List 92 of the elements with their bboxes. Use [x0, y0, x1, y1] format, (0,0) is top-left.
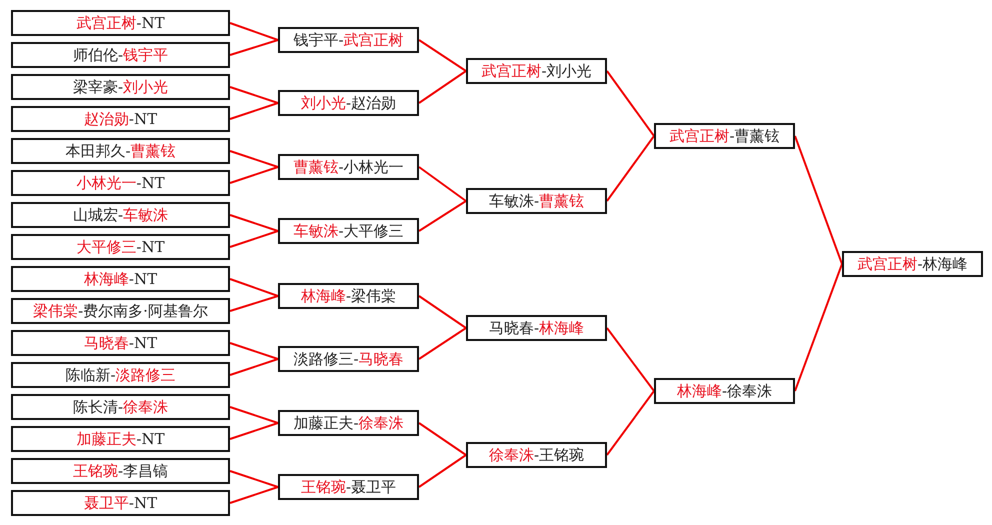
match-text: 刘小光-赵治勋: [300, 94, 396, 112]
match-text: 徐奉洙-王铭琬: [488, 446, 584, 464]
match-box: [11, 298, 230, 324]
match-text: 林海峰-徐奉洙: [676, 382, 772, 400]
match-box: [11, 42, 230, 68]
bracket-line: [418, 327, 467, 360]
match-text: 武宫正树-林海峰: [857, 255, 968, 273]
bracket-line: [230, 406, 278, 424]
bracket-line: [606, 70, 655, 137]
match-box: [11, 106, 230, 132]
match-text: 陈长清-徐奉洙: [72, 398, 168, 416]
bracket-line: [230, 278, 278, 297]
bracket-line: [418, 166, 467, 202]
match-box: [466, 188, 607, 214]
bracket-line: [230, 358, 278, 376]
bracket-line: [230, 470, 278, 488]
match-box: [278, 410, 419, 436]
bracket-line: [230, 86, 278, 104]
match-text: 聂卫平-NT: [84, 494, 158, 512]
bracket-line: [418, 422, 467, 456]
bracket-line: [794, 136, 843, 264]
match-box: [11, 10, 230, 36]
match-text: 曹薰铉-小林光一: [293, 158, 404, 176]
bracket-line: [418, 454, 467, 488]
match-text: 山城宏-车敏洙: [72, 206, 168, 224]
bracket-line: [606, 327, 655, 392]
match-text: 马晓春-林海峰: [488, 319, 584, 337]
bracket-line: [230, 295, 278, 312]
match-text: 师伯伦-钱宇平: [72, 46, 168, 64]
bracket-line: [230, 422, 278, 440]
bracket-line: [606, 390, 655, 456]
match-text: 梁伟棠-费尔南多·阿基鲁尔: [33, 302, 208, 320]
bracket-line: [230, 39, 278, 56]
match-box: [278, 27, 419, 53]
bracket-line: [230, 230, 278, 248]
bracket-line: [606, 135, 655, 202]
match-box: [11, 138, 230, 164]
match-text: 梁宰豪-刘小光: [72, 78, 168, 96]
match-box: [654, 123, 795, 149]
match-box: [278, 283, 419, 309]
bracket-line: [418, 295, 467, 329]
match-text: 加藤正夫-NT: [76, 430, 165, 448]
bracket-line: [230, 342, 278, 360]
match-box: [278, 346, 419, 372]
match-box: [278, 474, 419, 500]
match-text: 淡路修三-马晓春: [293, 350, 404, 368]
bracket-line: [418, 200, 467, 232]
match-text: 武宫正树-曹薰铉: [669, 127, 780, 145]
match-box: [11, 170, 230, 196]
match-box: [11, 426, 230, 452]
match-box: [11, 202, 230, 228]
match-box: [11, 394, 230, 420]
match-text: 大平修三-NT: [76, 238, 165, 256]
match-box: [466, 315, 607, 341]
bracket-line: [418, 39, 467, 72]
match-box: [11, 234, 230, 260]
match-text: 加藤正夫-徐奉洙: [293, 414, 404, 432]
bracket-line: [230, 150, 278, 168]
bracket-line: [418, 70, 467, 104]
match-box: [11, 74, 230, 100]
match-box: [11, 266, 230, 292]
match-text: 林海峰-NT: [84, 270, 158, 288]
match-box: [11, 458, 230, 484]
match-box: [466, 442, 607, 468]
match-text: 钱宇平-武宫正树: [293, 31, 404, 49]
match-text: 车敏洙-曹薰铉: [488, 192, 584, 210]
match-box: [11, 490, 230, 516]
bracket-line: [230, 166, 278, 184]
match-text: 陈临新-淡路修三: [65, 366, 176, 384]
match-text: 小林光一-NT: [76, 174, 165, 192]
match-box: [278, 218, 419, 244]
match-text: 王铭琬-李昌镐: [72, 462, 168, 480]
match-text: 本田邦久-曹薰铉: [65, 142, 176, 160]
bracket-line: [794, 264, 843, 392]
bracket-line: [230, 214, 278, 232]
match-text: 林海峰-梁伟棠: [300, 287, 396, 305]
match-text: 王铭琬-聂卫平: [300, 478, 396, 496]
match-box: [842, 251, 983, 277]
match-text: 武宫正树-NT: [76, 14, 165, 32]
match-box: [278, 90, 419, 116]
match-text: 武宫正树-刘小光: [481, 62, 592, 80]
match-box: [11, 330, 230, 356]
match-box: [11, 362, 230, 388]
match-text: 赵治勋-NT: [84, 110, 158, 128]
match-text: 马晓春-NT: [84, 334, 158, 352]
match-box: [278, 154, 419, 180]
bracket-line: [230, 102, 278, 120]
match-box: [654, 378, 795, 404]
bracket-line: [230, 22, 278, 41]
match-box: [466, 58, 607, 84]
match-text: 车敏洙-大平修三: [293, 222, 404, 240]
bracket-line: [230, 486, 278, 504]
